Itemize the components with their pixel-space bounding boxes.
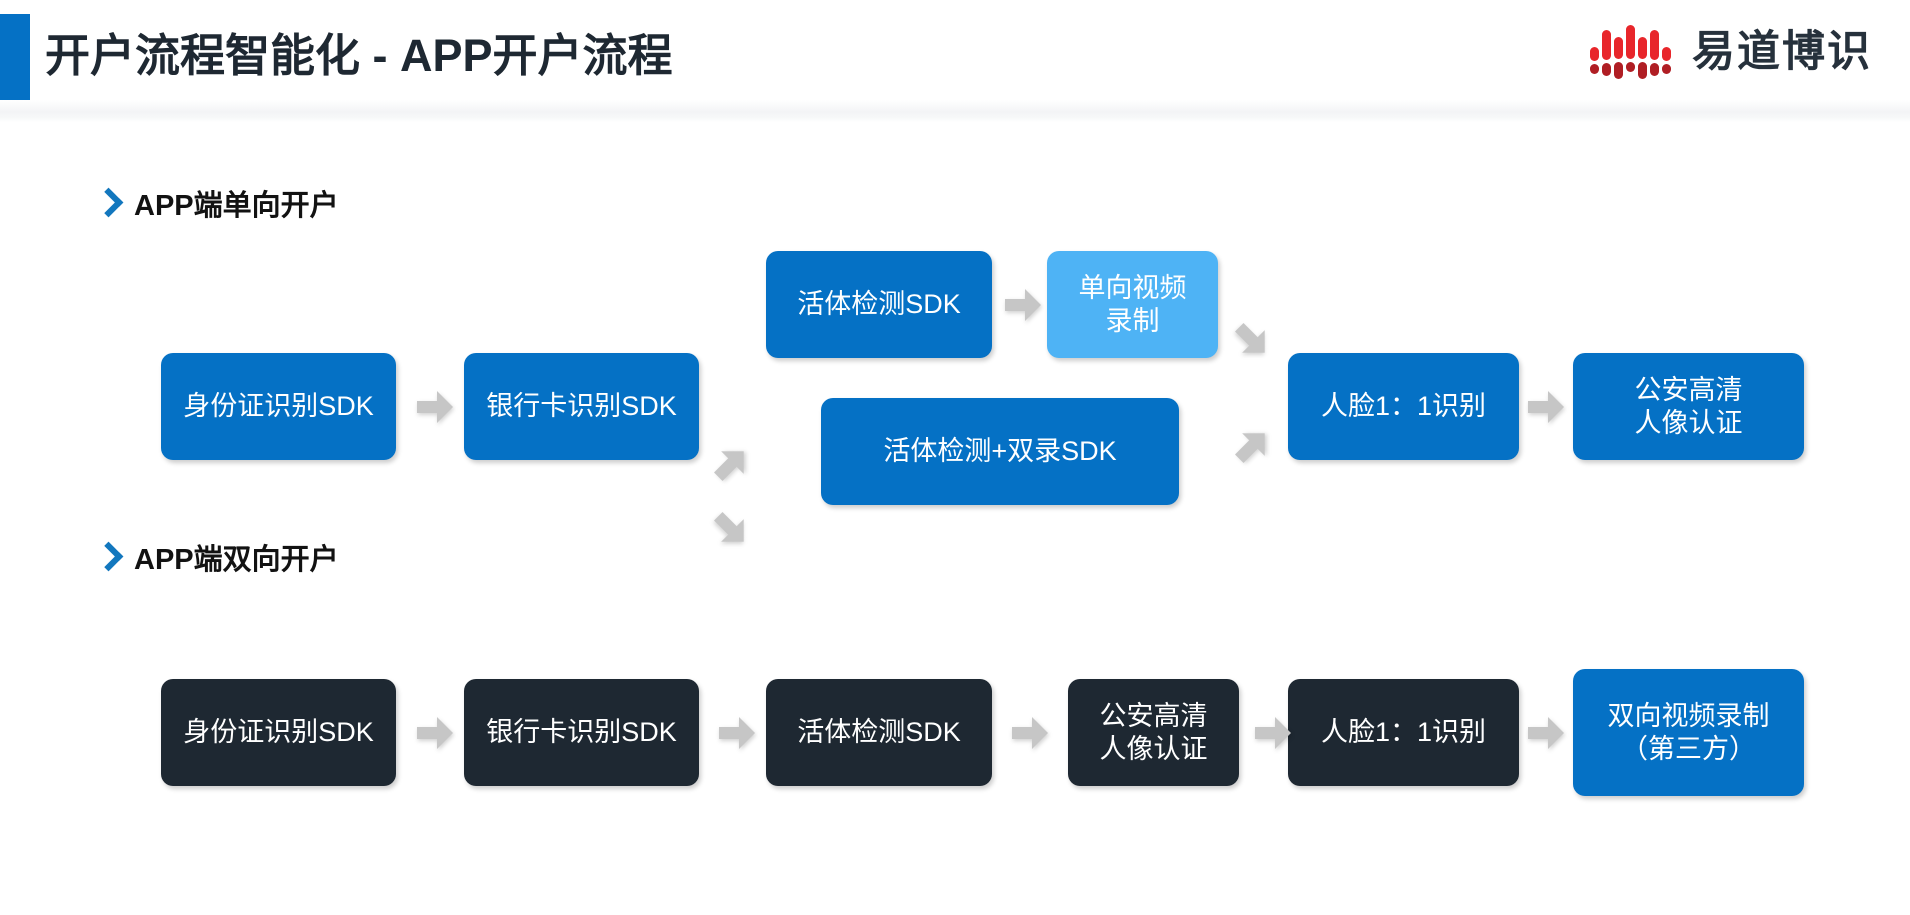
section-heading-label: APP端单向开户 xyxy=(134,190,339,222)
arrow-video-record-to-face-match xyxy=(1225,313,1279,367)
arrow-m4-m5 xyxy=(1253,715,1293,751)
chevron-right-icon xyxy=(96,187,118,219)
flow-canvas: APP端单向开户 身份证识别SDK 银行卡识别SDK 活体检测SDK 单向视频录… xyxy=(0,118,1910,915)
brand-name: 易道博识 xyxy=(1692,27,1872,76)
brand-logo: 易道博识 xyxy=(1590,16,1872,88)
arrow-id-to-bank xyxy=(415,389,455,425)
arrow-m1-m2 xyxy=(415,715,455,751)
flow-node-id-card-sdk[interactable]: 身份证识别SDK xyxy=(161,353,396,460)
flow-node-face-1to1-match-2[interactable]: 人脸1：1识别 xyxy=(1288,679,1519,786)
flow-node-liveness-sdk-2[interactable]: 活体检测SDK xyxy=(766,679,992,786)
flow-node-two-way-video-record[interactable]: 双向视频录制（第三方） xyxy=(1573,669,1804,796)
flow-node-liveness-dual-record-sdk[interactable]: 活体检测+双录SDK xyxy=(821,398,1179,505)
arrow-m2-m3 xyxy=(717,715,757,751)
section-heading-one-way: APP端单向开户 xyxy=(96,182,339,224)
flow-node-bank-card-sdk-2[interactable]: 银行卡识别SDK xyxy=(464,679,699,786)
header-accent-bar xyxy=(0,14,30,102)
flow-node-police-hd-portrait-auth-2[interactable]: 公安高清人像认证 xyxy=(1068,679,1239,786)
page-title: 开户流程智能化 - APP开户流程 xyxy=(45,30,673,81)
flow-node-police-hd-portrait-auth[interactable]: 公安高清人像认证 xyxy=(1573,353,1804,460)
slide-header: 开户流程智能化 - APP开户流程 易道博识 xyxy=(0,0,1910,122)
arrow-face-match-to-police-auth xyxy=(1526,389,1566,425)
bar-pattern-logo-icon xyxy=(1590,23,1676,81)
arrow-m5-m6 xyxy=(1526,715,1566,751)
flow-node-liveness-sdk[interactable]: 活体检测SDK xyxy=(766,251,992,358)
section-heading-label: APP端双向开户 xyxy=(134,544,339,576)
flow-node-bank-card-sdk[interactable]: 银行卡识别SDK xyxy=(464,353,699,460)
flow-node-face-1to1-match[interactable]: 人脸1：1识别 xyxy=(1288,353,1519,460)
chevron-right-icon xyxy=(96,541,118,573)
arrow-m3-m4 xyxy=(1010,715,1050,751)
arrow-dual-record-to-face-match xyxy=(1225,419,1279,473)
flow-node-one-way-video-record[interactable]: 单向视频录制 xyxy=(1047,251,1218,358)
arrow-liveness-to-video-record xyxy=(1003,287,1043,323)
flow-node-id-card-sdk-2[interactable]: 身份证识别SDK xyxy=(161,679,396,786)
arrow-bank-to-liveness-branch-up xyxy=(704,437,758,491)
section-heading-two-way: APP端双向开户 xyxy=(96,536,339,578)
header-divider xyxy=(0,100,1910,122)
arrow-bank-to-dual-record-branch-down xyxy=(704,502,758,556)
